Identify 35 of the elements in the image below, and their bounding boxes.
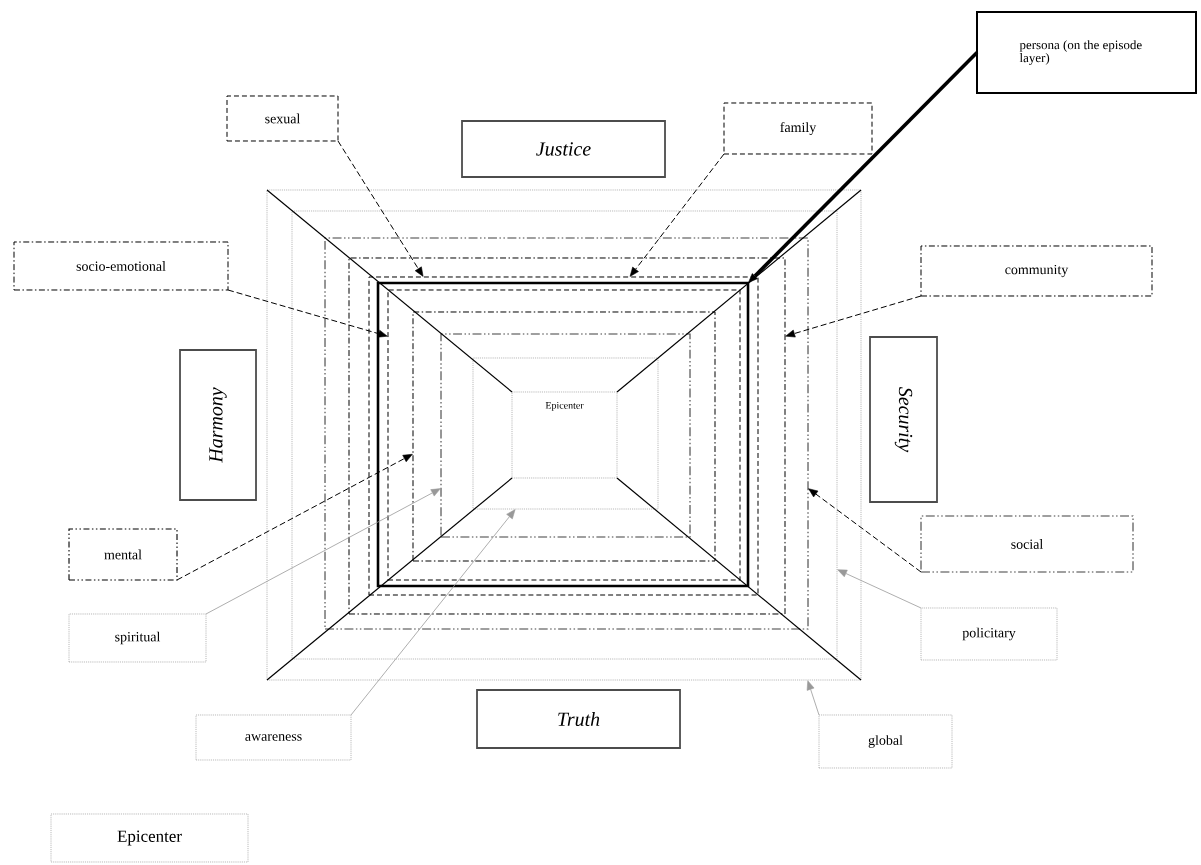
- callout-box: social: [920, 515, 1134, 573]
- leader-arrow: [629, 153, 725, 277]
- leader-arrow: [748, 51, 979, 283]
- value-box: Truth: [476, 689, 681, 749]
- value-box: Harmony: [179, 349, 257, 501]
- layer-frame: [412, 311, 716, 562]
- leader-arrow: [350, 509, 516, 716]
- center-box: Epicenter: [511, 391, 618, 479]
- leader-arrow: [785, 295, 922, 338]
- layer-frame: [472, 357, 659, 510]
- callout-box: socio-emotional: [13, 241, 229, 291]
- callout-box: spiritual: [68, 613, 207, 663]
- key-box: Epicenter: [50, 813, 249, 863]
- callout-box: mental: [68, 528, 178, 581]
- layer-frame: [348, 257, 786, 615]
- leader-arrow: [806, 680, 820, 716]
- callout-box: community: [920, 245, 1153, 297]
- callout-box: awareness: [195, 714, 352, 761]
- callout-box: family: [723, 102, 873, 155]
- leader-arrow: [808, 488, 922, 573]
- callout-box: persona (on the episode layer): [976, 11, 1197, 94]
- layer-frame: [324, 237, 809, 630]
- value-box: Security: [869, 336, 938, 503]
- leader-arrow: [337, 140, 424, 277]
- callout-box: global: [818, 714, 953, 769]
- value-box: Justice: [461, 120, 666, 178]
- leader-arrow: [837, 569, 922, 609]
- callout-box: policitary: [920, 607, 1058, 661]
- leader-arrow: [176, 454, 413, 581]
- layer-frame: [440, 333, 691, 538]
- leader-arrow: [227, 289, 388, 338]
- callout-box: sexual: [226, 95, 339, 142]
- leader-arrow: [205, 488, 441, 615]
- layer-frame: [291, 210, 838, 660]
- layer-frame: [266, 189, 862, 681]
